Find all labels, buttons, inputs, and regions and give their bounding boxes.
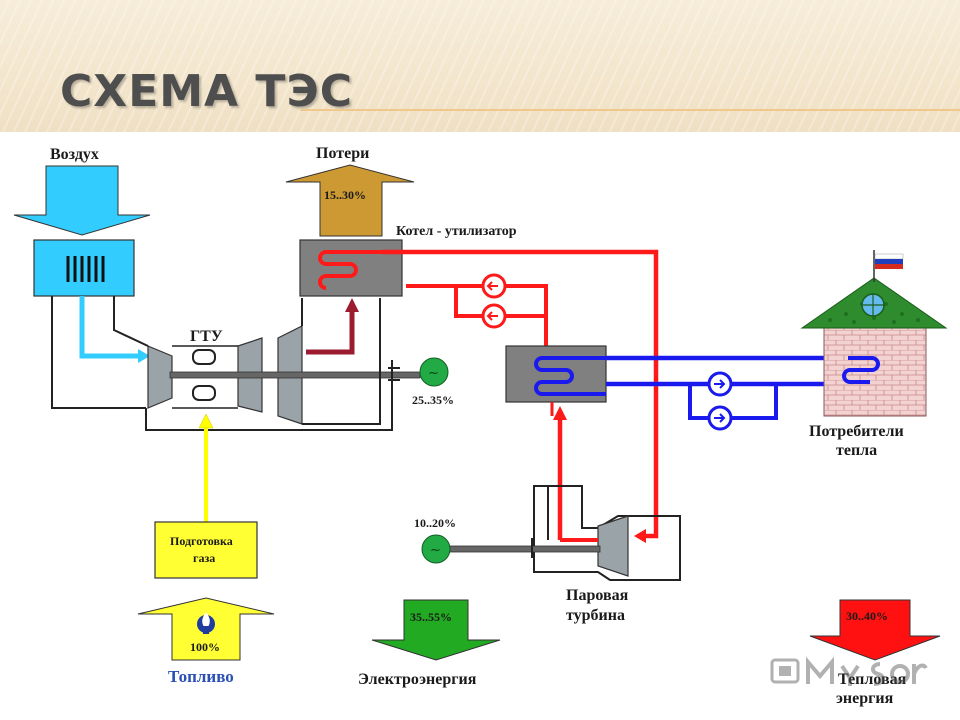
extraction-steam-arrowhead [553, 406, 567, 420]
fuel-label: Топливо [168, 667, 234, 686]
fuel-percentage: 100% [190, 640, 220, 654]
pump-loop-red [406, 284, 548, 360]
hot-steam-main [382, 249, 659, 539]
consumers-label-line2: тепла [836, 442, 877, 459]
gas-preparation-label-line2: газа [193, 551, 215, 565]
heat-energy-label-line1: Тепловая [838, 671, 907, 688]
boiler-label: Котел - утилизатор [396, 224, 517, 239]
air-duct-outer [51, 296, 146, 409]
hot-steam-main-arrowhead [634, 529, 646, 543]
boiler-coil [318, 250, 382, 290]
filter-slats [66, 256, 105, 282]
electricity-arrow [371, 599, 501, 661]
electricity-label: Электроэнергия [358, 671, 477, 688]
gtu-shaft [169, 371, 421, 379]
air-arrow [13, 165, 151, 236]
power-plant-diagram: Воздух ГТУ ~ 25..35% Потери 15..30% Коте… [13, 145, 948, 707]
consumer-radiator-coil [842, 356, 880, 384]
network-pump-1-arrow [714, 379, 726, 389]
gtu-generator-symbol: ~ [428, 366, 439, 381]
air-label: Воздух [50, 146, 99, 163]
heat-recovery-boiler [299, 239, 403, 297]
steam-generator-symbol: ~ [430, 543, 441, 558]
electricity-percentage: 35..55% [410, 610, 452, 624]
air-intake-filter [33, 239, 135, 297]
presentation-watermark-icon [770, 656, 928, 686]
exhaust-duct-left [145, 360, 393, 431]
losses-arrow [285, 164, 415, 237]
combustion-chamber-top [192, 349, 216, 365]
gas-preparation-label-line1: Подготовка [170, 534, 233, 548]
gas-supply-arrowhead [198, 413, 214, 429]
exhaust-gas-arrowhead [345, 298, 359, 312]
heat-energy-percentage: 30..40% [846, 609, 888, 623]
steam-turbine-casing [533, 485, 681, 581]
gtu-generator [419, 357, 449, 387]
page-title: СХЕМА ТЭС [60, 66, 354, 117]
steam-turbine-label-line1: Паровая [566, 587, 629, 604]
air-flow-arrowhead [138, 349, 150, 363]
exhaust-gas-pipe [306, 308, 355, 355]
network-pump-2-arrow [714, 413, 726, 423]
heat-energy-label-line2: энергия [836, 690, 894, 707]
circulation-pump-2-arrow [486, 311, 498, 321]
steam-turbine-shaft [449, 545, 601, 553]
losses-label: Потери [316, 145, 369, 162]
air-duct-line [113, 296, 149, 347]
steam-turbine-rotor [597, 515, 629, 577]
gtu-percentage: 25..35% [412, 393, 454, 407]
combustion-chamber-bottom [192, 385, 216, 401]
air-flow-pipe [79, 296, 144, 359]
title-underline [300, 109, 960, 111]
steam-turbine-generator [421, 534, 451, 564]
heat-exchanger-coil [534, 356, 606, 396]
compressor [147, 345, 173, 409]
losses-percentage: 15..30% [324, 188, 366, 202]
steam-percentage: 10..20% [414, 516, 456, 530]
gtu-label: ГТУ [190, 328, 223, 345]
russian-flag-icon [874, 253, 904, 269]
consumers-label-line1: Потребители [809, 423, 904, 440]
steam-turbine-label-line2: турбина [566, 607, 625, 624]
heat-energy-arrow [809, 599, 941, 661]
exhaust-duct-return [302, 298, 381, 425]
network-pump-loop [688, 384, 778, 420]
circulation-pump-1-arrow [486, 281, 498, 291]
title-banner: СХЕМА ТЭС [0, 0, 960, 132]
gas-flame-logo-icon [197, 612, 215, 634]
gas-preparation-box [154, 521, 258, 579]
